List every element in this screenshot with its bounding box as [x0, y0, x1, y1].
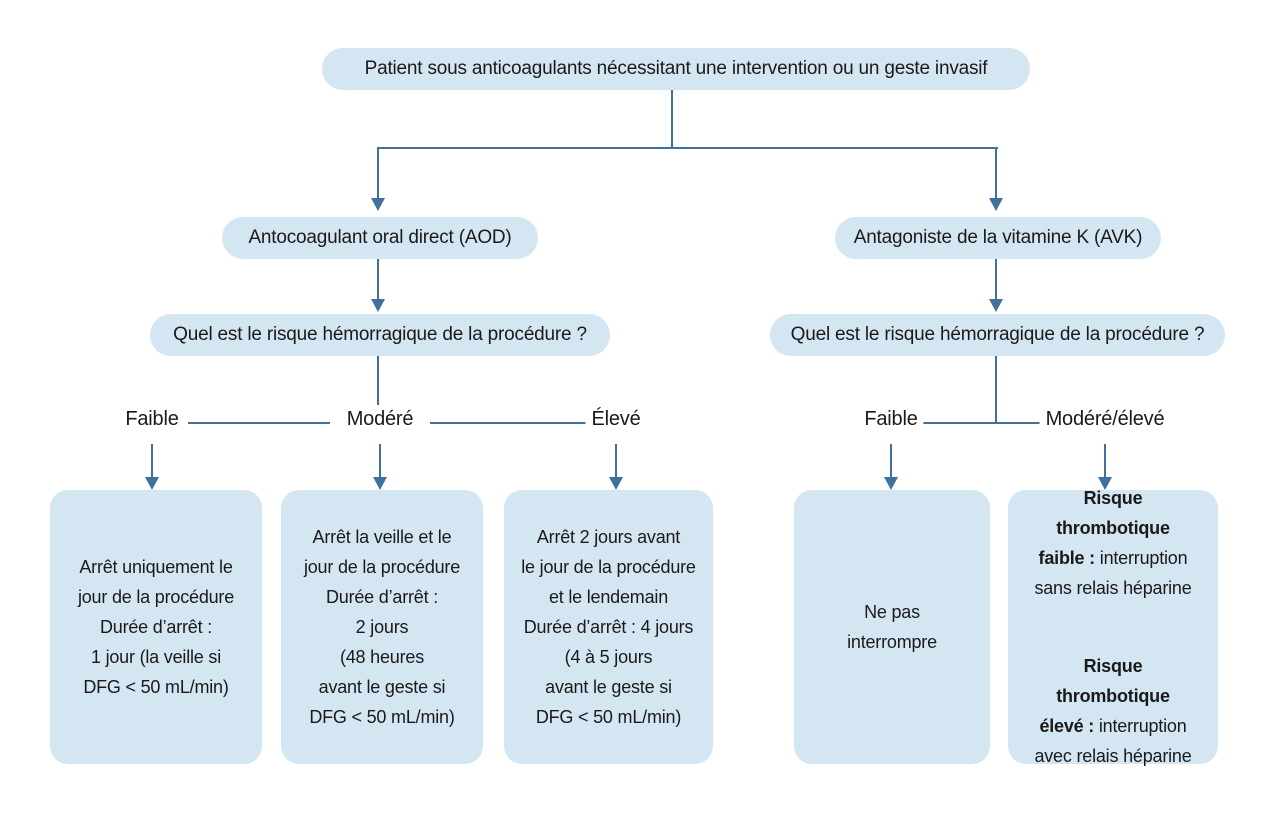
- avk-node: Antagoniste de la vitamine K (AVK): [835, 217, 1161, 259]
- outcome-node-aod-modere: Arrêt la veille et le jour de la procédu…: [281, 490, 483, 764]
- risk-thrombotique-faible-text: interruption sans relais héparine: [1034, 548, 1192, 598]
- arrow-down-icon: [884, 477, 898, 490]
- outcome-paragraph: Risque thrombotique faible : interruptio…: [1034, 483, 1191, 603]
- arrow-down-icon: [989, 198, 1003, 211]
- connector-line: [1104, 444, 1106, 477]
- connector-line: [377, 259, 379, 299]
- aod-question-node: Quel est le risque hémorragique de la pr…: [150, 314, 610, 356]
- connector-line: [188, 422, 330, 424]
- outcome-node-avk-modere-eleve: Risque thrombotique faible : interruptio…: [1008, 488, 1218, 766]
- outcome-paragraph: Risque thrombotique élevé : interruption…: [1034, 651, 1191, 771]
- connector-line: [671, 90, 673, 147]
- arrow-down-icon: [373, 477, 387, 490]
- outcome-node-avk-faible: Ne pas interrompre: [794, 490, 990, 764]
- connector-line: [922, 422, 1040, 424]
- outcome-node-aod-eleve: Arrêt 2 jours avant le jour de la procéd…: [504, 490, 713, 764]
- connector-line: [615, 444, 617, 477]
- risk-label-aod-eleve: Élevé: [585, 408, 647, 431]
- arrow-down-icon: [1098, 477, 1112, 490]
- arrow-down-icon: [371, 198, 385, 211]
- risk-label-avk-faible: Faible: [858, 408, 924, 431]
- arrow-down-icon: [145, 477, 159, 490]
- connector-line: [379, 444, 381, 477]
- aod-node: Antocoagulant oral direct (AOD): [222, 217, 538, 259]
- risk-label-aod-faible: Faible: [119, 408, 185, 431]
- connector-line: [430, 422, 586, 424]
- risk-thrombotique-eleve-text: interruption avec relais héparine: [1034, 716, 1192, 766]
- connector-line: [377, 147, 998, 149]
- root-node: Patient sous anticoagulants nécessitant …: [322, 48, 1030, 90]
- outcome-node-aod-faible: Arrêt uniquement le jour de la procédure…: [50, 490, 262, 764]
- connector-line: [377, 356, 379, 405]
- arrow-down-icon: [989, 299, 1003, 312]
- arrow-down-icon: [371, 299, 385, 312]
- risk-label-aod-modere: Modéré: [340, 408, 420, 431]
- connector-line: [151, 444, 153, 477]
- risk-thrombotique-faible-bold: Risque thrombotique faible :: [1038, 488, 1170, 568]
- connector-line: [377, 147, 379, 198]
- connector-line: [890, 444, 892, 477]
- avk-question-node: Quel est le risque hémorragique de la pr…: [770, 314, 1225, 356]
- risk-thrombotique-eleve-bold: Risque thrombotique élevé :: [1039, 656, 1170, 736]
- risk-label-avk-modere-eleve: Modéré/élevé: [1039, 408, 1171, 431]
- connector-line: [995, 356, 997, 424]
- connector-line: [995, 259, 997, 299]
- arrow-down-icon: [609, 477, 623, 490]
- connector-line: [995, 147, 997, 198]
